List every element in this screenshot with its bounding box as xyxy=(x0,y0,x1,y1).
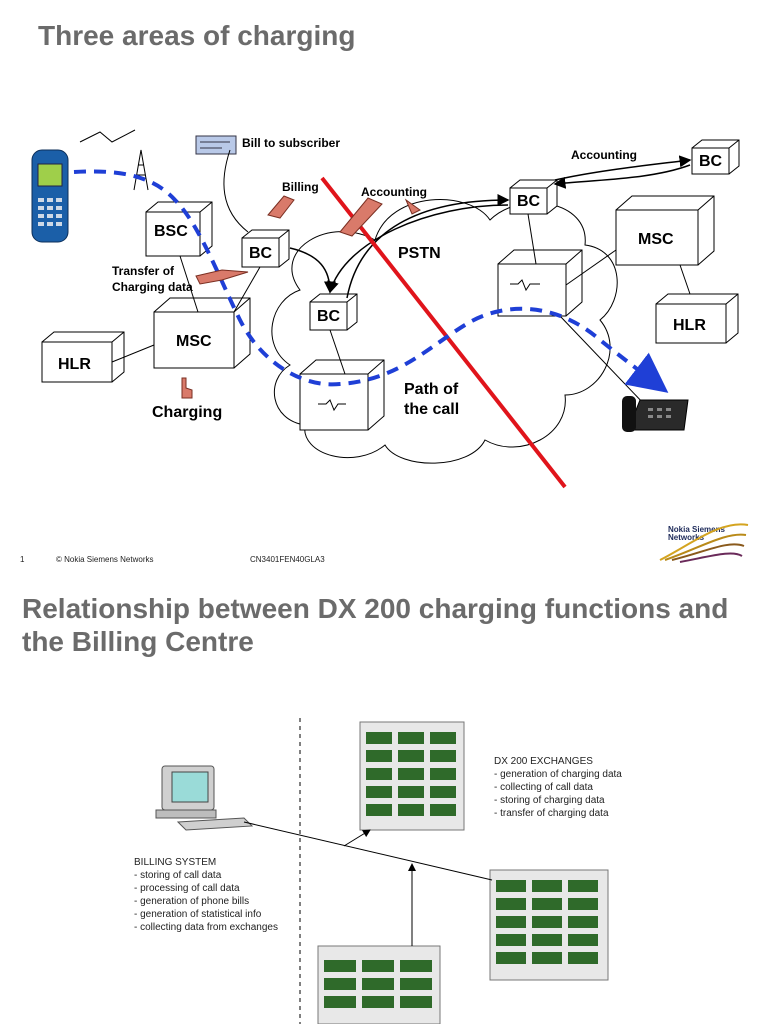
bc-far-right-label: BC xyxy=(699,153,723,170)
footer-copyright: © Nokia Siemens Networks xyxy=(56,555,153,564)
dx200-item: - collecting of call data xyxy=(494,782,593,793)
billing-label: Billing xyxy=(282,180,319,194)
msc-right-box: MSC xyxy=(615,195,715,266)
logo-line2: Networks xyxy=(668,533,705,542)
network-lines xyxy=(243,821,493,946)
bc-center-label: BC xyxy=(317,308,341,325)
slide-1-title: Three areas of charging xyxy=(38,20,356,51)
hlr-left-label: HLR xyxy=(58,356,91,373)
billing-system-item: - generation of phone bills xyxy=(134,896,249,907)
dx200-rack-bottom xyxy=(317,945,441,1024)
radio-tower-icon xyxy=(133,149,149,191)
dx200-rack-right xyxy=(489,869,609,981)
network-border-line xyxy=(320,176,567,489)
bc-top-label: BC xyxy=(517,193,541,210)
msc-right-label: MSC xyxy=(638,231,674,248)
billing-system-item: - storing of call data xyxy=(134,870,222,881)
billing-system-item: - generation of statistical info xyxy=(134,909,262,920)
mobile-phone-icon xyxy=(31,149,69,243)
arrows xyxy=(289,155,692,299)
msc-left-box: MSC xyxy=(153,297,251,369)
footer-page-number: 1 xyxy=(20,555,25,564)
footer-doc-code: CN3401FEN40GLA3 xyxy=(250,555,325,564)
bc-center-box: BC xyxy=(309,293,358,331)
call-path xyxy=(73,169,669,393)
dx200-item: - generation of charging data xyxy=(494,769,622,780)
msc-left-label: MSC xyxy=(176,333,212,350)
hlr-left-box: HLR xyxy=(41,331,125,383)
hlr-right-label: HLR xyxy=(673,317,706,334)
pstn-label: PSTN xyxy=(398,245,441,262)
exchange-center-box xyxy=(299,359,385,431)
dx200-item: - storing of charging data xyxy=(494,795,605,806)
transfer-hand-icon xyxy=(195,269,249,285)
dx200-description: DX 200 EXCHANGES - generation of chargin… xyxy=(494,756,622,819)
dx200-rack-top xyxy=(359,721,465,831)
bill-to-subscriber-label: Bill to subscriber xyxy=(242,136,340,150)
dx200-heading: DX 200 EXCHANGES xyxy=(494,756,593,767)
desk-phone-icon xyxy=(622,396,689,432)
billing-system-description: BILLING SYSTEM - storing of call data - … xyxy=(134,857,278,933)
billing-system-item: - collecting data from exchanges xyxy=(134,922,278,933)
billing-system-heading: BILLING SYSTEM xyxy=(134,857,216,868)
transfer-label-line2: Charging data xyxy=(112,280,193,294)
bsc-box: BSC xyxy=(145,201,213,257)
charging-label: Charging xyxy=(152,404,222,421)
bill-icon xyxy=(195,135,237,155)
transfer-label-line1: Transfer of xyxy=(112,264,175,278)
logo-line1: Nokia Siemens xyxy=(668,525,725,534)
charging-finger-icon xyxy=(181,377,193,399)
dx200-item: - transfer of charging data xyxy=(494,808,609,819)
nokia-siemens-logo: Nokia Siemens Networks xyxy=(659,523,749,563)
path-of-call-line2: the call xyxy=(404,401,459,418)
bc-far-right-box: BC xyxy=(691,139,740,175)
billing-system-item: - processing of call data xyxy=(134,883,240,894)
bc-left-label: BC xyxy=(249,245,273,262)
accounting-right-label: Accounting xyxy=(571,148,637,162)
path-of-call-line1: Path of xyxy=(404,381,459,398)
computer-icon xyxy=(155,765,254,831)
bsc-label: BSC xyxy=(154,223,188,240)
accounting-hand-icon xyxy=(339,197,421,237)
accounting-left-label: Accounting xyxy=(361,185,427,199)
bc-top-box: BC xyxy=(509,179,558,215)
radio-link-icon xyxy=(79,129,136,143)
hlr-right-box: HLR xyxy=(655,293,739,344)
billing-hand-icon xyxy=(267,195,295,219)
slide-2-title: Relationship between DX 200 charging fun… xyxy=(22,593,729,657)
bc-left-box: BC xyxy=(241,229,290,268)
